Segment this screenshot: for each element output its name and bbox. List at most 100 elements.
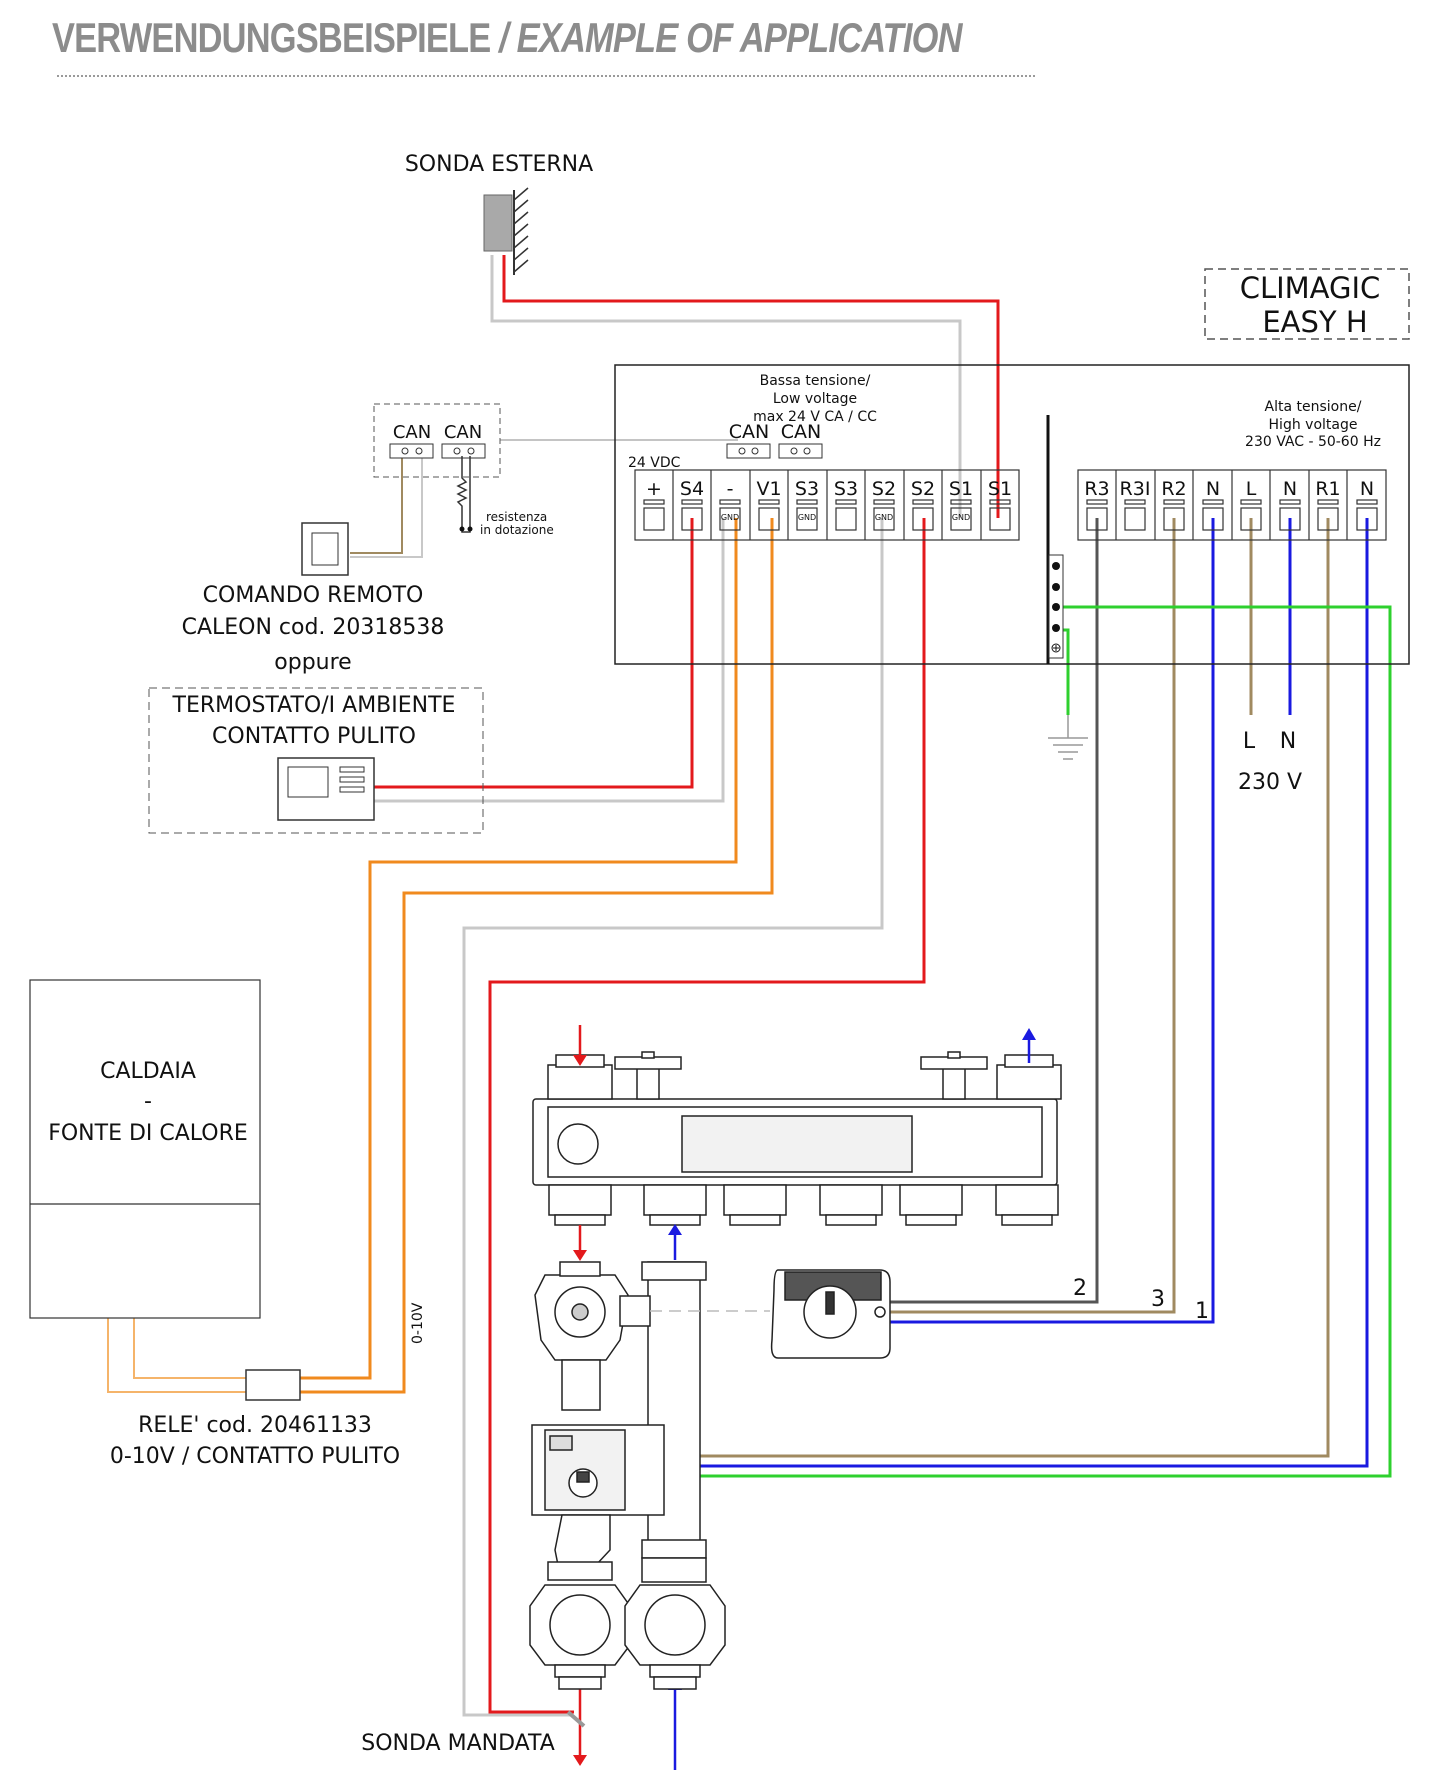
wire-flow-probe-grey	[462, 518, 884, 1717]
controller-can-label-1: CAN	[729, 421, 769, 443]
wall-hatch	[513, 187, 529, 273]
lv-terminal-label: S3	[834, 478, 858, 500]
wire-number-3: 3	[1151, 1287, 1165, 1312]
wire-r2-actuator	[890, 518, 1176, 1314]
or-label: oppure	[274, 650, 351, 675]
wire-earth-pump	[665, 605, 1392, 1478]
relay: 0-10V RELE' cod. 20461133 0-10V / CONTAT…	[110, 1302, 426, 1469]
boiler-label-3: FONTE DI CALORE	[48, 1121, 248, 1146]
relay-label-1: RELE' cod. 20461133	[138, 1413, 372, 1438]
page-title-de: VERWENDUNGSBEISPIELE	[52, 14, 491, 61]
thermostat-label-1: TERMOSTATO/I AMBIENTE	[172, 693, 456, 718]
relay-box	[245, 1369, 301, 1401]
lv-terminal-label: S1	[988, 478, 1012, 500]
wire-thermostat-grey	[374, 518, 725, 803]
high-voltage-line2: High voltage	[1269, 417, 1358, 433]
low-voltage-terminal-labels: + S4 - V1 S3 S3 S2 S2 S1 S1 GND GND GND …	[646, 478, 1012, 522]
page-title-separator: /	[499, 14, 509, 61]
title-rule	[57, 75, 1035, 77]
gnd-label: GND	[798, 513, 816, 522]
high-voltage-terminal-labels: R3 R3I R2 N L N R1 N	[1084, 478, 1374, 500]
boiler-label-2: -	[144, 1089, 152, 1114]
wire-thermostat-red	[374, 518, 694, 789]
resistor-label-2: in dotazione	[480, 523, 554, 537]
mains-voltage-label: 230 V	[1238, 770, 1302, 795]
lv-terminal-label: +	[646, 478, 662, 500]
can-label-1: CAN	[393, 422, 431, 443]
wire-remote-brown	[350, 456, 403, 554]
page-title: VERWENDUNGSBEISPIELE / EXAMPLE OF APPLIC…	[52, 14, 962, 62]
room-thermostat: TERMOSTATO/I AMBIENTE CONTATTO PULITO	[148, 687, 484, 834]
gnd-label: GND	[875, 513, 893, 522]
hv-terminal-label: L	[1246, 478, 1257, 500]
can-port-1	[389, 443, 434, 459]
high-voltage-terminal-block	[1077, 469, 1387, 541]
relay-label-2: 0-10V / CONTATTO PULITO	[110, 1444, 400, 1469]
resistor-wire	[456, 456, 471, 533]
hydraulic-manifold	[532, 1051, 1062, 1226]
remote-label-2: CALEON cod. 20318538	[182, 615, 445, 640]
earth-strip	[1048, 554, 1064, 659]
pump-group	[529, 1261, 770, 1690]
remote-control-device	[301, 522, 349, 576]
hv-terminal-label: N	[1360, 478, 1374, 500]
wire-r1-pump	[665, 518, 1330, 1458]
product-name-line1: CLIMAGIC	[1240, 271, 1381, 305]
wire-flow-probe-red	[488, 518, 926, 1714]
external-probe: SONDA ESTERNA	[405, 152, 593, 275]
thermostat-device	[277, 757, 375, 821]
lv-terminal-label: S4	[680, 478, 704, 500]
thermostat-label-2: CONTATTO PULITO	[212, 724, 416, 749]
wire-relay-orange-1	[300, 518, 738, 1380]
flow-arrows	[573, 1025, 1036, 1770]
flow-probe-label: SONDA MANDATA	[361, 1731, 555, 1756]
ground-symbol	[1048, 715, 1088, 760]
hv-terminal-label: R3	[1084, 478, 1109, 500]
controller-can-port-2	[778, 443, 823, 459]
high-voltage-line1: Alta tensione/	[1265, 399, 1362, 415]
low-voltage-line1: Bassa tensione/	[760, 373, 871, 389]
valve-actuator	[770, 1269, 891, 1359]
can-label-2: CAN	[444, 422, 482, 443]
lv-terminal-label: S3	[795, 478, 819, 500]
low-voltage-terminal-block	[634, 469, 1020, 541]
lv-terminal-label: S2	[872, 478, 896, 500]
can-port-2	[441, 443, 486, 459]
wire-remote-grey	[350, 456, 423, 558]
wire-n-actuator	[890, 518, 1215, 1324]
hv-terminal-label: R1	[1315, 478, 1340, 500]
low-voltage-line2: Low voltage	[773, 391, 857, 407]
page-title-en: EXAMPLE OF APPLICATION	[516, 14, 963, 61]
product-label: CLIMAGIC EASY H	[1204, 268, 1410, 340]
wire-boiler-orange-1	[107, 1318, 246, 1393]
gnd-label: GND	[721, 513, 739, 522]
gnd-label: GND	[952, 513, 970, 522]
signal-label: 0-10V	[410, 1302, 426, 1344]
remote-label-1: COMANDO REMOTO	[203, 583, 424, 608]
lv-terminal-label: -	[727, 478, 734, 500]
boiler-label-1: CALDAIA	[100, 1059, 196, 1084]
wire-n-pump	[665, 518, 1369, 1468]
hv-terminal-label: R2	[1161, 478, 1186, 500]
thermostat-box	[148, 687, 484, 834]
mains-l-label: L	[1243, 729, 1256, 754]
external-probe-sensor	[483, 194, 513, 252]
wire-r3-actuator	[890, 518, 1099, 1304]
flow-probe-sensor	[566, 1710, 586, 1728]
controller-can-label-2: CAN	[781, 421, 821, 443]
product-label-box	[1204, 268, 1410, 340]
can-module: CAN CAN resistenza in dotazione	[373, 403, 554, 537]
boiler-box	[29, 979, 261, 1319]
hv-terminal-label: R3I	[1120, 478, 1151, 500]
wire-boiler-orange-2	[133, 1318, 246, 1379]
high-voltage-line3: 230 VAC - 50-60 Hz	[1245, 434, 1381, 450]
lv-terminal-label: V1	[756, 478, 781, 500]
mains-n-label: N	[1280, 729, 1296, 754]
lv-terminal-label: S1	[949, 478, 973, 500]
supply-24vdc: 24 VDC	[628, 455, 681, 471]
wire-probe-red	[502, 255, 1000, 518]
controller-box	[614, 364, 1410, 665]
low-voltage-line3: max 24 V CA / CC	[753, 409, 877, 425]
remote-control: COMANDO REMOTO CALEON cod. 20318538 oppu…	[182, 522, 445, 675]
